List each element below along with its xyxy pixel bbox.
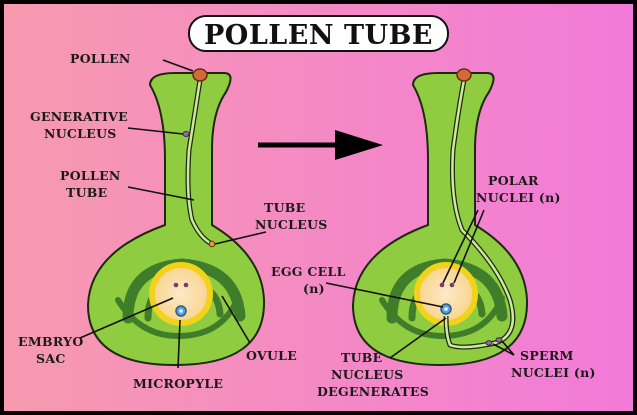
flower-left xyxy=(86,68,266,367)
pollen-grain-left xyxy=(192,68,208,82)
label-pollen-tube-line1: POLLEN xyxy=(60,168,121,183)
label-micropyle: MICROPYLE xyxy=(133,376,223,391)
label-tube-nucleus-line2: NUCLEUS xyxy=(255,217,328,232)
label-tube-degenerates-line2: NUCLEUS xyxy=(331,367,404,382)
label-embryo-sac-line2: SAC xyxy=(36,351,66,366)
tube-nucleus xyxy=(208,240,216,248)
label-polar-nuclei-line2: NUCLEI (n) xyxy=(476,190,561,205)
label-egg-cell-line2: (n) xyxy=(303,281,325,296)
label-pollen: POLLEN xyxy=(70,51,131,66)
label-tube-nucleus-line1: TUBE xyxy=(264,200,306,215)
label-sperm-nuclei-line1: SPERM xyxy=(520,348,574,363)
title-banner: POLLEN TUBE xyxy=(188,15,449,52)
label-polar-nuclei-line1: POLAR xyxy=(488,173,539,188)
label-tube-degenerates-line1: TUBE xyxy=(341,350,383,365)
pollen-grain-right xyxy=(456,68,472,82)
label-generative-nucleus-line1: GENERATIVE xyxy=(30,109,128,124)
integument-left xyxy=(115,295,241,340)
label-generative-nucleus-line2: NUCLEUS xyxy=(44,126,117,141)
label-tube-degenerates-line3: DEGENERATES xyxy=(317,384,429,399)
label-ovule: OVULE xyxy=(246,348,297,363)
label-egg-cell-line1: EGG CELL xyxy=(271,264,346,279)
sperm-nucleus-2 xyxy=(495,337,503,343)
page-title: POLLEN TUBE xyxy=(204,20,433,51)
label-sperm-nuclei-line2: NUCLEI (n) xyxy=(511,365,596,380)
polar-nucleus-right-1 xyxy=(439,282,445,288)
label-embryo-sac-line1: EMBRYO xyxy=(18,334,84,349)
embryo-sac-left xyxy=(149,262,213,326)
leader-lines xyxy=(79,59,515,369)
sperm-nucleus-1 xyxy=(485,340,493,346)
polar-nucleus-right-2 xyxy=(449,282,455,288)
integument-right xyxy=(379,295,505,340)
generative-nucleus xyxy=(182,131,190,137)
polar-nucleus-left-1 xyxy=(173,282,179,288)
arrow-right-icon xyxy=(258,130,383,160)
label-pollen-tube-line2: TUBE xyxy=(66,185,108,200)
polar-nucleus-left-2 xyxy=(183,282,189,288)
labels: POLLEN GENERATIVE NUCLEUS POLLEN TUBE TU… xyxy=(18,51,596,399)
